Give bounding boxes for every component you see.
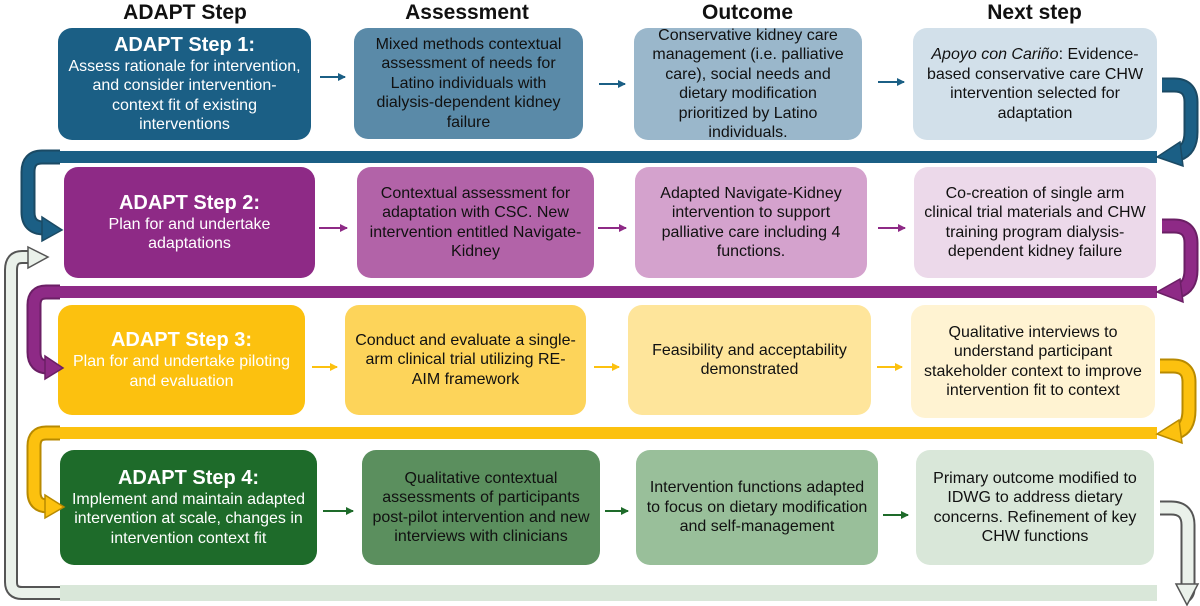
header-next-step: Next step [987,1,1082,24]
row4-outcome-box: Intervention functions adapted to focus … [636,450,878,565]
row1-outcome-text: Conservative kidney care management (i.e… [652,26,844,142]
row2-next-box: Co-creation of single arm clinical trial… [914,167,1156,278]
header-outcome: Outcome [701,1,793,24]
row2-assessment-text: Contextual assessment for adaptation wit… [369,184,582,261]
row4-step-text: Implement and maintain adapted intervent… [71,490,306,547]
row2-step-box: ADAPT Step 2: Plan for and undertake ada… [64,167,315,278]
curved-arrow-right-3 [1155,358,1197,445]
row1-assessment-box: Mixed methods contextual assessment of n… [354,28,583,139]
row3-assessment-box: Conduct and evaluate a single-arm clinic… [345,305,586,415]
header-assessment: Assessment [405,1,529,24]
row1-assessment-text: Mixed methods contextual assessment of n… [375,35,562,131]
connector-band-4 [60,585,1157,601]
row3-step-text: Plan for and undertake piloting and eval… [72,353,291,390]
row4-assessment-text: Qualitative contextual assessments of pa… [372,469,590,546]
row1-step-box: ADAPT Step 1: Assess rationale for inter… [58,28,311,140]
row1-next-text: Apoyo con Cariño: Evidence-based conserv… [923,45,1147,123]
curved-arrow-left-2 [26,284,65,381]
connector-band-3 [60,427,1157,439]
row3-step-title: ADAPT Step 3: [110,329,253,351]
connector-band-2 [60,286,1157,298]
connector-band-1 [60,151,1157,163]
row3-next-box: Qualitative interviews to understand par… [911,305,1155,418]
row1-next-italic: Apoyo con Cariño [931,46,1059,63]
row1-next-box: Apoyo con Cariño: Evidence-based conserv… [913,28,1157,140]
row3-outcome-box: Feasibility and acceptability demonstrat… [628,305,871,415]
row4-step-box: ADAPT Step 4: Implement and maintain ada… [60,450,317,565]
curved-arrow-left-1 [20,149,64,243]
row3-step-box: ADAPT Step 3: Plan for and undertake pil… [58,305,305,415]
row4-step-title: ADAPT Step 4: [117,466,260,489]
row3-assessment-text: Conduct and evaluate a single-arm clinic… [355,331,576,388]
header-adapt-step: ADAPT Step [123,1,247,24]
row4-next-text: Primary outcome modified to IDWG to addr… [933,469,1137,546]
row3-next-text: Qualitative interviews to understand par… [924,323,1142,400]
row2-assessment-box: Contextual assessment for adaptation wit… [357,167,594,278]
curved-arrow-right-2 [1155,218,1199,304]
row2-step-title: ADAPT Step 2: [118,191,261,214]
row2-outcome-text: Adapted Navigate-Kidney intervention to … [660,184,842,261]
loop-back-arrow [4,245,60,600]
curved-arrow-right-4 [1160,500,1200,606]
row3-outcome-text: Feasibility and acceptability demonstrat… [652,341,847,379]
row4-next-box: Primary outcome modified to IDWG to addr… [916,450,1154,565]
row2-next-text: Co-creation of single arm clinical trial… [924,184,1146,261]
row1-next-rest: : Evidence-based conservative care CHW i… [926,46,1144,122]
curved-arrow-left-3 [26,425,66,520]
row1-step-text: Assess rationale for intervention, and c… [68,57,301,134]
row4-outcome-text: Intervention functions adapted to focus … [646,479,868,536]
row4-assessment-box: Qualitative contextual assessments of pa… [362,450,600,565]
curved-arrow-right-1 [1155,77,1199,168]
row2-step-text: Plan for and undertake adaptations [108,215,271,253]
row1-outcome-box: Conservative kidney care management (i.e… [634,26,862,142]
row2-outcome-box: Adapted Navigate-Kidney intervention to … [635,167,867,278]
row1-step-title: ADAPT Step 1: [113,33,256,56]
